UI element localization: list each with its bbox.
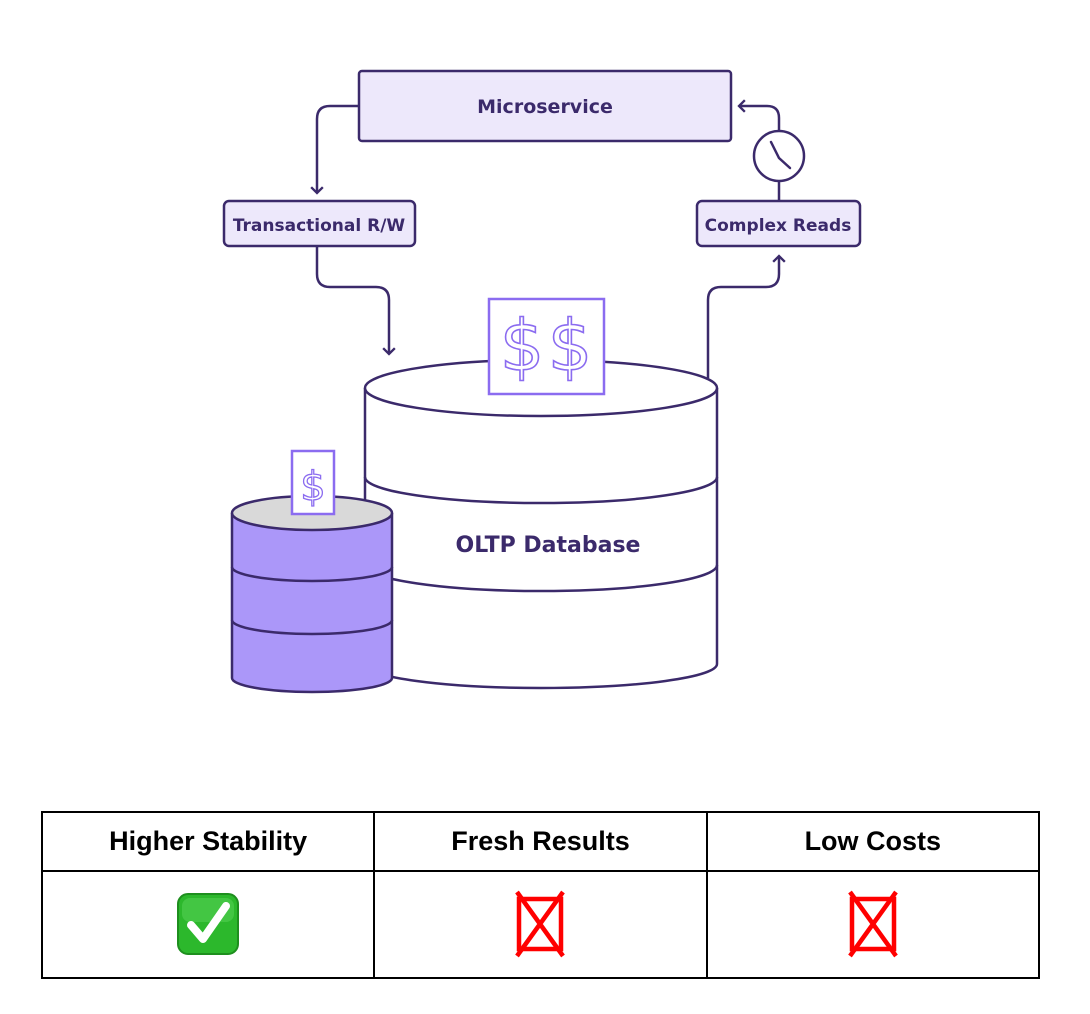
crossed-box-icon xyxy=(848,891,898,958)
cell-low-costs xyxy=(705,869,1041,980)
dollar-glyph-1: $ xyxy=(500,305,545,387)
architecture-diagram: Microservice Transactional R/W Complex R… xyxy=(222,69,862,694)
table-row xyxy=(40,869,1041,980)
crossed-box-icon xyxy=(515,891,566,958)
microservice-box: Microservice xyxy=(357,69,733,143)
cell-fresh-results xyxy=(373,869,708,980)
header-low-costs: Low Costs xyxy=(705,811,1041,872)
comparison-table: Higher Stability Fresh Results Low Costs xyxy=(40,811,1041,980)
clock-icon xyxy=(752,129,806,183)
arrow-database-to-complex-reads xyxy=(706,254,786,378)
database-label: OLTP Database xyxy=(456,533,641,558)
dollar-glyph-2: $ xyxy=(548,305,593,387)
header-higher-stability: Higher Stability xyxy=(40,811,376,872)
complex-reads-box: Complex Reads xyxy=(695,199,862,248)
transactional-label: Transactional R/W xyxy=(233,216,406,236)
small-database-cylinder xyxy=(230,494,394,694)
arrow-transactional-to-database xyxy=(315,246,396,356)
oltp-database-cylinder: OLTP Database xyxy=(363,358,719,690)
high-cost-dollar-icon: $ $ xyxy=(487,297,606,396)
table-header-row: Higher Stability Fresh Results Low Costs xyxy=(40,811,1041,872)
cell-higher-stability xyxy=(40,869,376,980)
header-fresh-results: Fresh Results xyxy=(373,811,708,872)
low-cost-dollar-icon: $ xyxy=(290,449,336,516)
dollar-glyph-small: $ xyxy=(300,464,325,510)
check-mark-icon xyxy=(177,893,240,956)
arrow-complex-reads-to-microservice xyxy=(739,106,781,201)
microservice-label: Microservice xyxy=(477,96,613,118)
transactional-box: Transactional R/W xyxy=(222,199,417,248)
complex-reads-label: Complex Reads xyxy=(705,216,852,236)
arrow-microservice-to-transactional xyxy=(310,104,359,195)
